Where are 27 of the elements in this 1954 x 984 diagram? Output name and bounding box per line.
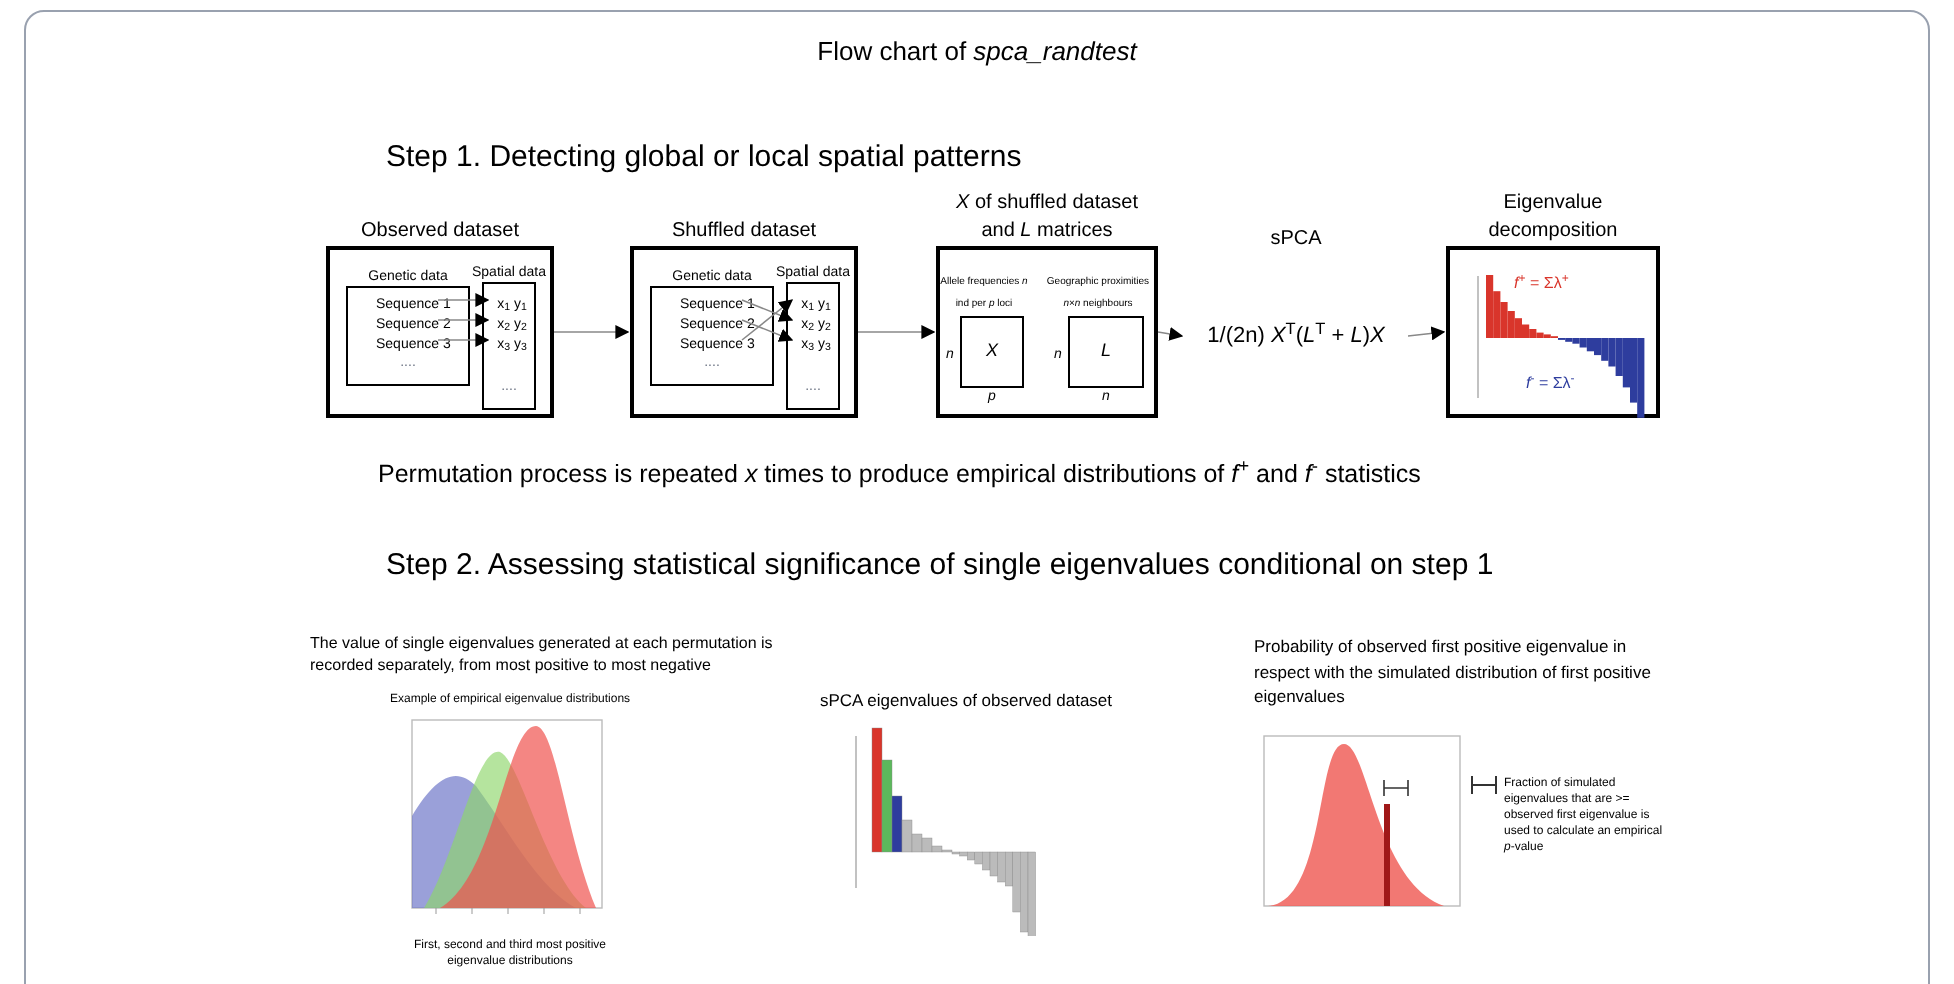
arrow — [741, 299, 794, 322]
matrix-symbol: L — [1100, 338, 1111, 365]
caption-text: The value of single eigenvalues generated at each permutation is recorded separately, from most positive to most negative — [310, 632, 775, 676]
box-heading: Shuffled dataset — [671, 220, 817, 242]
caption-text: Probability of observed first positive eigenvalue in respect with the simulated distribution of first positive eigenvalues — [1254, 634, 1653, 709]
box-heading: X of shuffled dataset and L matrices — [956, 192, 1138, 242]
caption-text: sPCA eigenvalues of observed dataset — [820, 688, 1113, 712]
arrow — [437, 313, 490, 327]
figure-title: Flow chart of spca_randtest — [817, 36, 1137, 66]
arrow — [1157, 327, 1184, 341]
matrix-symbol: X — [985, 338, 998, 365]
box-heading: Eigenvalue decomposition — [1488, 192, 1618, 242]
arrow — [553, 325, 630, 339]
step-heading: Step 1. Detecting global or local spatial patterns — [386, 138, 1022, 178]
box-heading: Observed dataset — [361, 220, 519, 242]
arrow — [1407, 326, 1446, 341]
arrow — [857, 325, 936, 339]
step-heading: sPCA — [1270, 228, 1322, 250]
statistic-label: f$^{+}$ = Σλ$^{+}$ — [1514, 274, 1569, 292]
arrow — [741, 319, 794, 342]
formula-text: 1/(2n) X$^{T}$(L$^{T}$ + L)X — [1207, 320, 1385, 352]
arrow — [437, 333, 490, 347]
caption-text: Permutation process is repeated x times to produce empirical distributions of f$^{+}$ and f$^{-}$ statistics — [378, 456, 1421, 492]
arrow — [437, 293, 490, 307]
statistic-label: f$^{-}$ = Σλ$^{-}$ — [1526, 374, 1575, 392]
arrow — [741, 299, 794, 341]
step-heading: Step 2. Assessing statistical significance of single eigenvalues conditional on step 1 — [386, 546, 1494, 586]
